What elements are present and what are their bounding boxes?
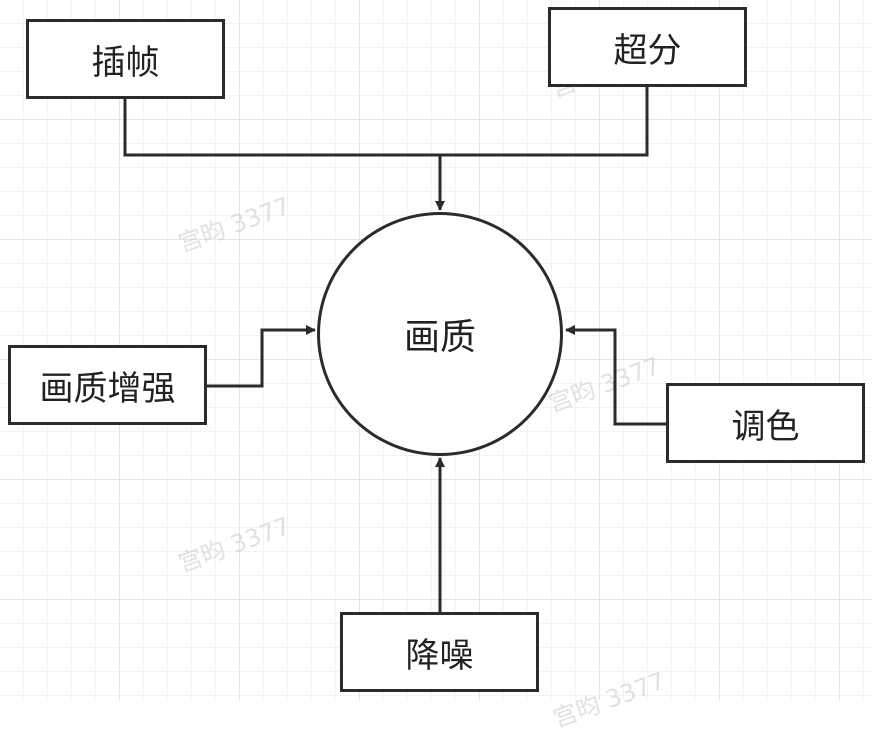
edge-super-resolution-merge [440, 86, 649, 157]
connectors [123, 86, 667, 612]
node-color-grading: 调色 [666, 383, 865, 463]
center-label: 画质 [403, 317, 476, 358]
node-label: 画质增强 [39, 368, 176, 409]
node-label: 调色 [731, 406, 800, 447]
edge-color-grading-to-center-arrow [565, 325, 667, 426]
node-interpolation: 插帧 [26, 19, 225, 99]
node-label: 插帧 [91, 42, 160, 83]
edge-enhancement-to-center-arrow [206, 325, 316, 388]
node-label: 降噪 [405, 635, 474, 676]
node-super-resolution: 超分 [548, 7, 747, 87]
center-node-image-quality: 画质 [317, 212, 563, 456]
node-enhancement: 画质增强 [8, 345, 207, 425]
node-denoise: 降噪 [340, 612, 539, 692]
node-label: 超分 [613, 30, 682, 71]
edge-interpolation-merge [123, 97, 440, 157]
